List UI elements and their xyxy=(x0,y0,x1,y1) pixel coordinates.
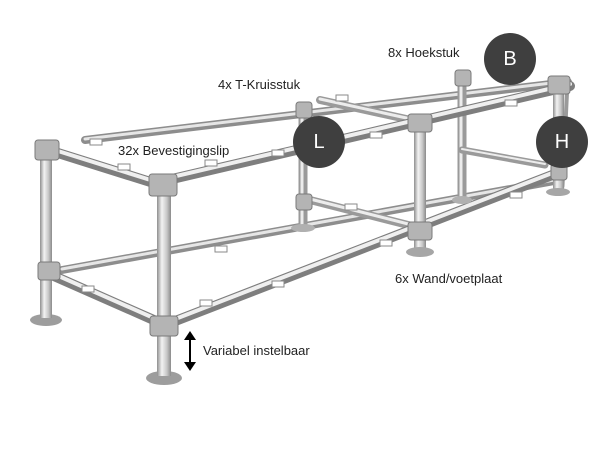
height-adjust-label: Variabel instelbaar xyxy=(203,343,310,358)
foot-plates xyxy=(30,188,570,385)
height-badge: H xyxy=(536,116,588,168)
tee-piece-label: 4x T-Kruisstuk xyxy=(218,77,301,92)
front-frame xyxy=(37,81,575,370)
length-badge: L xyxy=(293,116,345,168)
height-arrow xyxy=(184,331,196,371)
clip-label: 32x Bevestigingslip xyxy=(118,143,230,158)
width-badge: B xyxy=(484,33,536,85)
corner-fittings xyxy=(34,69,571,337)
fastening-clips xyxy=(81,94,523,307)
foot-plate-label: 6x Wand/voetplaat xyxy=(395,271,503,286)
corner-piece-label: 8x Hoekstuk xyxy=(388,45,460,60)
